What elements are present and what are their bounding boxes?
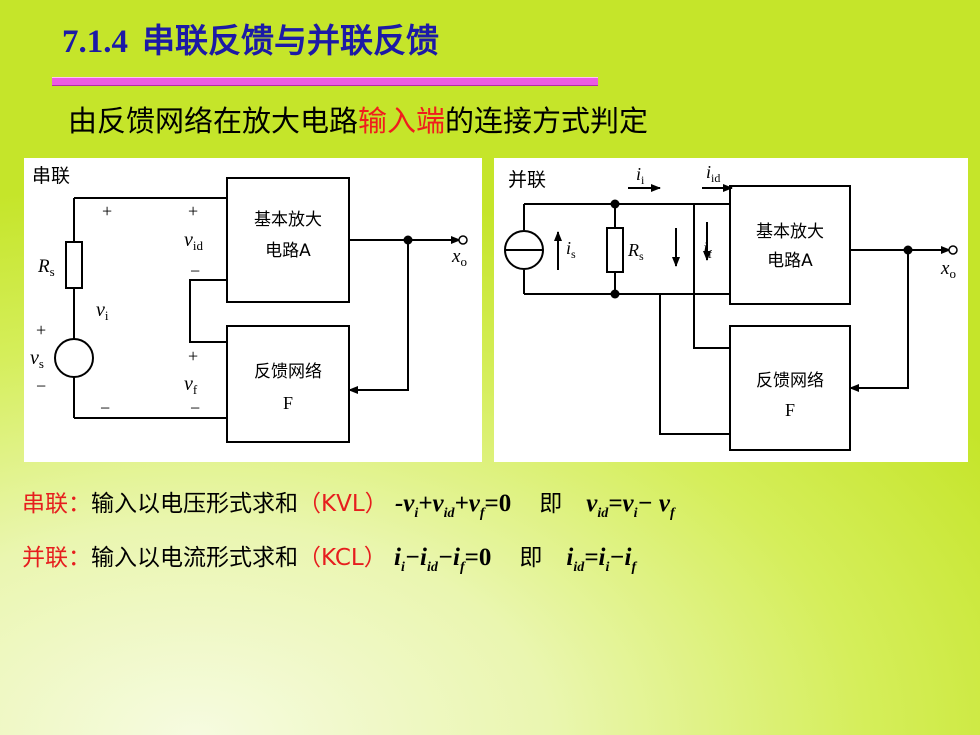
series-formula-text: 输入以电压形式求和: [91, 491, 298, 517]
xo-label: xo: [940, 258, 956, 281]
amp-label-line2: 电路A: [265, 241, 311, 261]
plus-sign: +: [188, 201, 198, 221]
vi-label: vi: [96, 299, 109, 323]
junction-dot: [610, 289, 620, 299]
parallel-formula-line: 并联：输入以电流形式求和（KCL） ii−iid−if=0 即 iid=ii−if: [22, 538, 636, 576]
ji-word: 即: [539, 491, 563, 517]
rs-resistor: [65, 241, 83, 289]
feedback-network-box: [226, 325, 350, 443]
title-text: 串联反馈与并联反馈: [142, 21, 439, 60]
output-terminal: [948, 245, 958, 255]
series-label: 串联: [32, 165, 70, 187]
rs-label: Rs: [37, 256, 55, 279]
parallel-formula-text: 输入以电流形式求和: [91, 545, 298, 571]
if-label: if: [703, 238, 712, 261]
slide-subtitle: 由反馈网络在放大电路输入端的连接方式判定: [68, 98, 648, 140]
plus-sign: +: [36, 320, 46, 340]
wire: [659, 294, 730, 435]
series-circuit-diagram: 串联 基本放大 电路A 反馈网络 F + + − + − − + − Rs vi…: [30, 165, 468, 443]
iid-label: iid: [706, 162, 720, 185]
fb-label-line1: 反馈网络: [254, 362, 322, 382]
iid-equation: iid=ii−if: [566, 544, 637, 575]
kcl-label: （KCL）: [298, 545, 387, 571]
wire: [693, 204, 730, 349]
fb-label-line2: F: [785, 400, 795, 420]
amp-label-line1: 基本放大: [254, 210, 322, 230]
minus-sign: −: [190, 261, 200, 281]
ii-label: ii: [636, 164, 645, 187]
rs-label: Rs: [627, 240, 644, 263]
minus-sign: −: [190, 398, 200, 418]
junction-dot: [403, 235, 413, 245]
subtitle-part: 由反馈网络在放大电路: [68, 104, 359, 138]
is-label: is: [566, 238, 576, 261]
xo-label: xo: [451, 246, 467, 269]
subtitle-part: 的连接方式判定: [445, 104, 649, 138]
series-formula-line: 串联：输入以电压形式求和（KVL） -vi+vid+vf=0 即 vid=vi− v…: [22, 484, 675, 522]
amplifier-a-box: [226, 177, 350, 303]
vid-equation: vid=vi− vf: [586, 490, 675, 521]
kcl-equation: ii−iid−if=0: [394, 544, 492, 575]
feedback-wire: [348, 240, 409, 394]
minus-sign: −: [36, 376, 46, 396]
vid-label: vid: [184, 229, 204, 253]
minus-sign: −: [100, 398, 110, 418]
series-formula-label: 串联：: [22, 491, 91, 517]
wire: [189, 279, 227, 343]
parallel-formula-label: 并联：: [22, 545, 91, 571]
amp-label-line2: 电路A: [767, 251, 813, 271]
amp-label-line1: 基本放大: [756, 222, 824, 242]
fb-label-line2: F: [283, 393, 293, 413]
section-number: 7.1.4: [62, 24, 128, 60]
kvl-equation: -vi+vid+vf=0: [394, 490, 512, 521]
feedback-wire: [849, 250, 909, 392]
plus-sign: +: [188, 346, 198, 366]
plus-sign: +: [102, 201, 112, 221]
fb-label-line1: 反馈网络: [756, 371, 824, 391]
vf-label: vf: [184, 373, 198, 397]
output-terminal: [458, 235, 468, 245]
parallel-circuit-panel: 并联 基本放大 电路A 反馈网络 F is Rs ii iid if xo: [494, 158, 968, 462]
junction-dot: [610, 199, 620, 209]
title-underline: [52, 77, 598, 86]
parallel-label: 并联: [508, 169, 546, 191]
rs-resistor: [606, 227, 624, 273]
vs-label: vs: [30, 347, 44, 371]
subtitle-highlight: 输入端: [358, 104, 446, 138]
voltage-source: [54, 338, 94, 378]
series-circuit-panel: 串联 基本放大 电路A 反馈网络 F + + − + − − + − Rs vi…: [24, 158, 482, 462]
kvl-label: （KVL）: [298, 491, 388, 517]
amplifier-a-box: [729, 185, 851, 305]
ji-word: 即: [519, 545, 543, 571]
junction-dot: [903, 245, 913, 255]
parallel-circuit-diagram: 并联 基本放大 电路A 反馈网络 F is Rs ii iid if xo: [504, 162, 958, 451]
slide-title: 7.1.4 串联反馈与并联反馈: [62, 14, 439, 62]
